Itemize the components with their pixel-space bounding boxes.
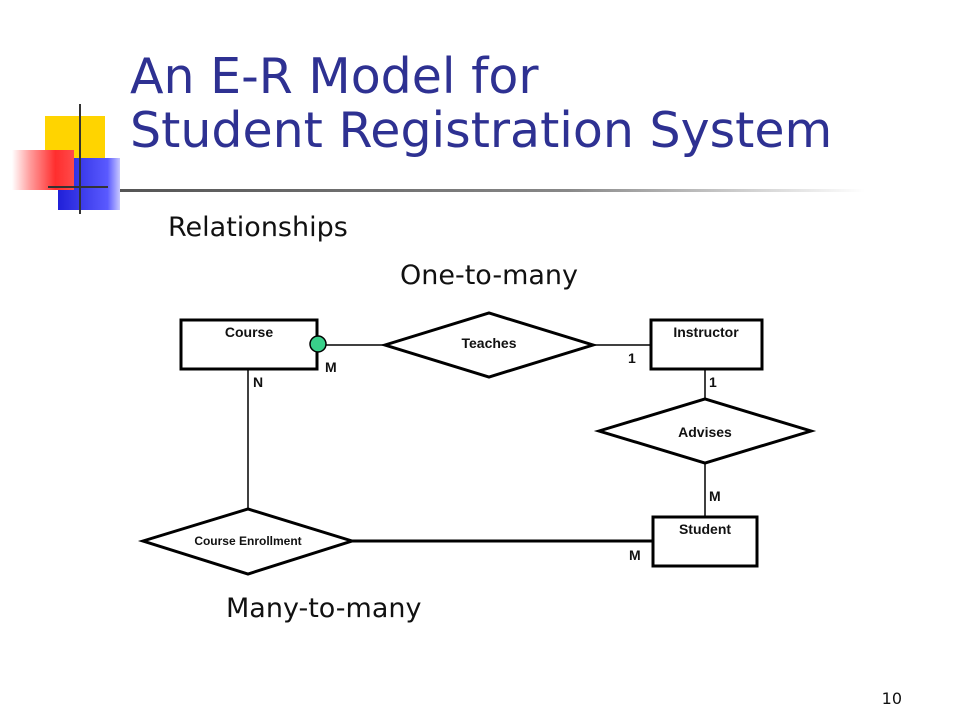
teaches-relationship-label: Teaches (462, 335, 517, 351)
teaches-relationship-diamond (379, 311, 599, 379)
cursor-dot-icon[interactable] (309, 335, 327, 353)
student-entity-label: Student (679, 521, 731, 537)
cardinality-teaches-course: M (325, 359, 337, 375)
cardinality-enrollment-course: N (253, 374, 263, 390)
instructor-entity-box (649, 318, 764, 371)
many-to-many-label: Many-to-many (226, 593, 422, 624)
cardinality-advises-instructor: 1 (709, 374, 717, 390)
page-title: An E-R Model for Student Registration Sy… (130, 50, 832, 158)
decor-horizontal-rule (48, 186, 108, 188)
decor-vertical-rule (79, 104, 81, 214)
cardinality-enrollment-student: M (629, 547, 641, 563)
one-to-many-label: One-to-many (400, 260, 579, 291)
title-line-2: Student Registration System (130, 102, 833, 159)
title-underline (120, 189, 865, 192)
decor-red-square (12, 150, 74, 190)
instructor-entity-label: Instructor (673, 324, 739, 340)
course-enrollment-relationship-label: Course Enrollment (194, 534, 301, 548)
advises-relationship-label: Advises (678, 424, 732, 440)
section-heading: Relationships (168, 212, 348, 243)
course-enrollment-relationship-diamond (137, 507, 358, 576)
course-entity-box (179, 318, 319, 371)
cardinality-teaches-instructor: 1 (628, 350, 636, 366)
cardinality-advises-student: M (709, 488, 721, 504)
page-number: 10 (881, 689, 902, 708)
title-line-1: An E-R Model for (130, 48, 539, 105)
student-entity-box (651, 515, 759, 568)
course-entity-label: Course (225, 324, 273, 340)
advises-relationship-diamond (593, 397, 817, 465)
